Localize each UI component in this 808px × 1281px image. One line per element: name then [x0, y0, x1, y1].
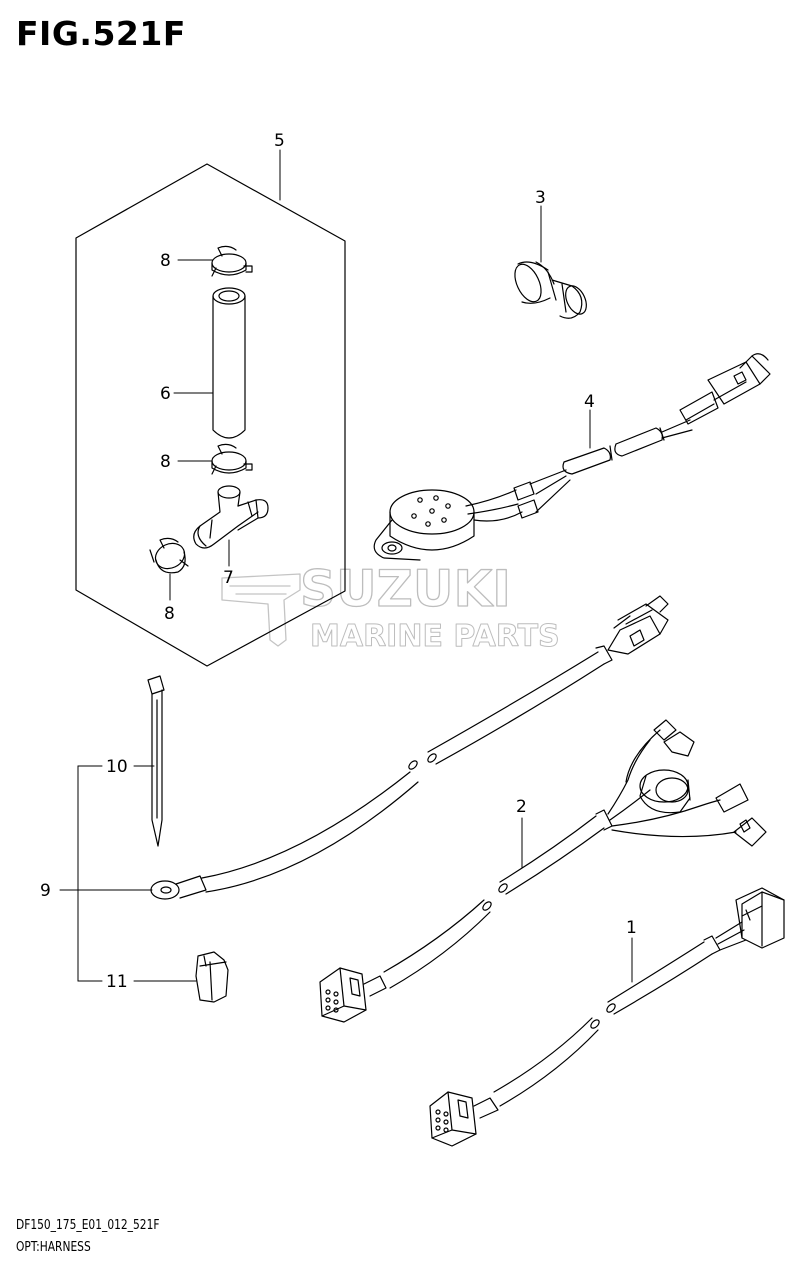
hose-clip-icon: [149, 537, 189, 574]
leader-lines: [59, 149, 633, 983]
watermark-line2: MARINE PARTS: [310, 619, 560, 654]
callouts: 5 3 4 8 6 8 7 8 10 2 9 1 11: [40, 131, 637, 992]
tee-fitting-icon: [193, 485, 269, 549]
callout-5: 5: [274, 131, 285, 151]
callout-3: 3: [535, 188, 546, 208]
harness-1-icon: [429, 887, 785, 1147]
callout-9: 9: [40, 881, 51, 901]
callout-11: 11: [106, 972, 128, 992]
hose-icon: [212, 287, 246, 439]
watermark: SUZUKI MARINE PARTS: [221, 559, 560, 655]
hose-clip-icon: [211, 443, 253, 475]
cable-tie-icon: [147, 675, 165, 847]
figure-code: DF150_175_E01_012_521F: [16, 1218, 160, 1233]
watermark-line1: SUZUKI: [300, 560, 511, 618]
callout-1: 1: [626, 918, 637, 938]
callout-8-mid: 8: [160, 452, 171, 472]
harness-2-icon: [319, 719, 767, 1023]
callout-6: 6: [160, 384, 171, 404]
callout-8-low: 8: [164, 604, 175, 624]
figure-subtitle: OPT:HARNESS: [16, 1240, 91, 1255]
grommet-plug-icon: [514, 261, 587, 319]
callout-4: 4: [584, 392, 595, 412]
hose-clip-icon: [211, 245, 253, 277]
watermark-outboard-icon: [221, 573, 301, 647]
fuse-cap-icon: [195, 951, 229, 1003]
kit-5-outline: [75, 163, 346, 667]
figure-title: FIG.521F: [16, 14, 186, 53]
callout-2: 2: [516, 797, 527, 817]
callout-10: 10: [106, 757, 128, 777]
buzzer-harness-icon: [373, 353, 771, 561]
callout-7: 7: [223, 568, 234, 588]
callout-8-top: 8: [160, 251, 171, 271]
